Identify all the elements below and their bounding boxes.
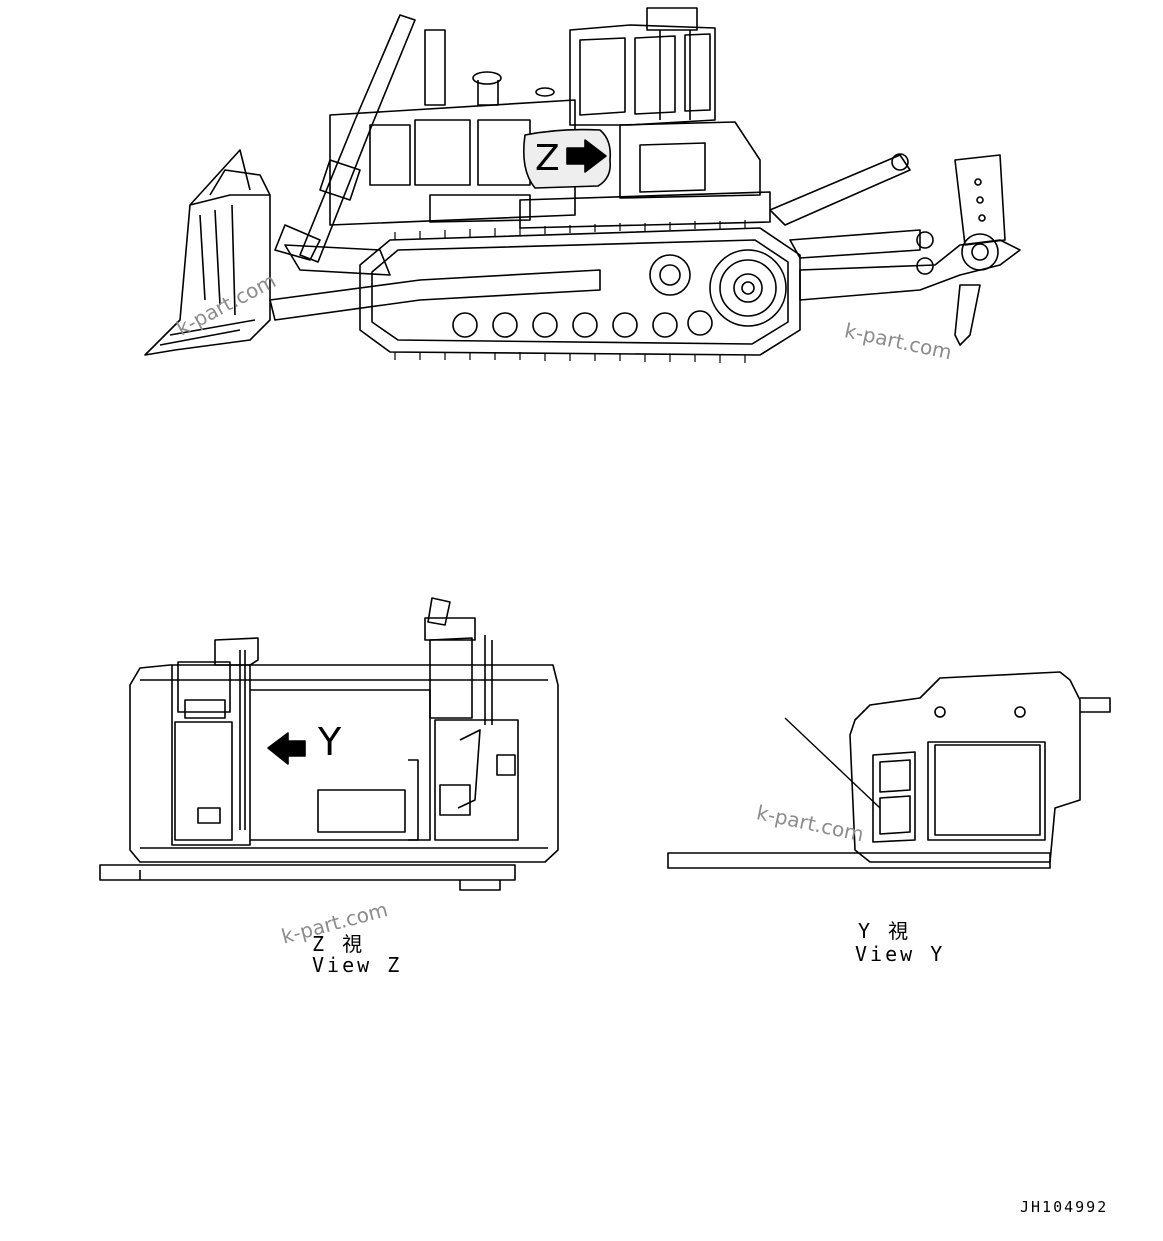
drawing-code: JH104992 — [1020, 1198, 1109, 1216]
view-z-caption-jp: Z 視 — [312, 932, 366, 956]
view-y-caption-en: View Y — [855, 942, 946, 966]
callout-z — [522, 128, 612, 189]
engine-hood — [329, 29, 576, 226]
dozer-blade — [144, 149, 271, 356]
callout-y-letter: Y — [318, 720, 345, 764]
lift-arm — [299, 14, 416, 263]
view-y-caption-jp: Y 視 — [858, 919, 912, 943]
view-z-drawing — [99, 597, 559, 891]
track-assembly — [359, 220, 801, 363]
push-arm — [269, 224, 601, 321]
view-z-caption-en: View Z — [312, 953, 403, 977]
ripper — [769, 153, 1021, 346]
rear-body — [519, 121, 771, 229]
cab — [569, 7, 716, 126]
callout-z-letter: Z — [535, 138, 563, 179]
view-y-drawing — [667, 671, 1111, 869]
